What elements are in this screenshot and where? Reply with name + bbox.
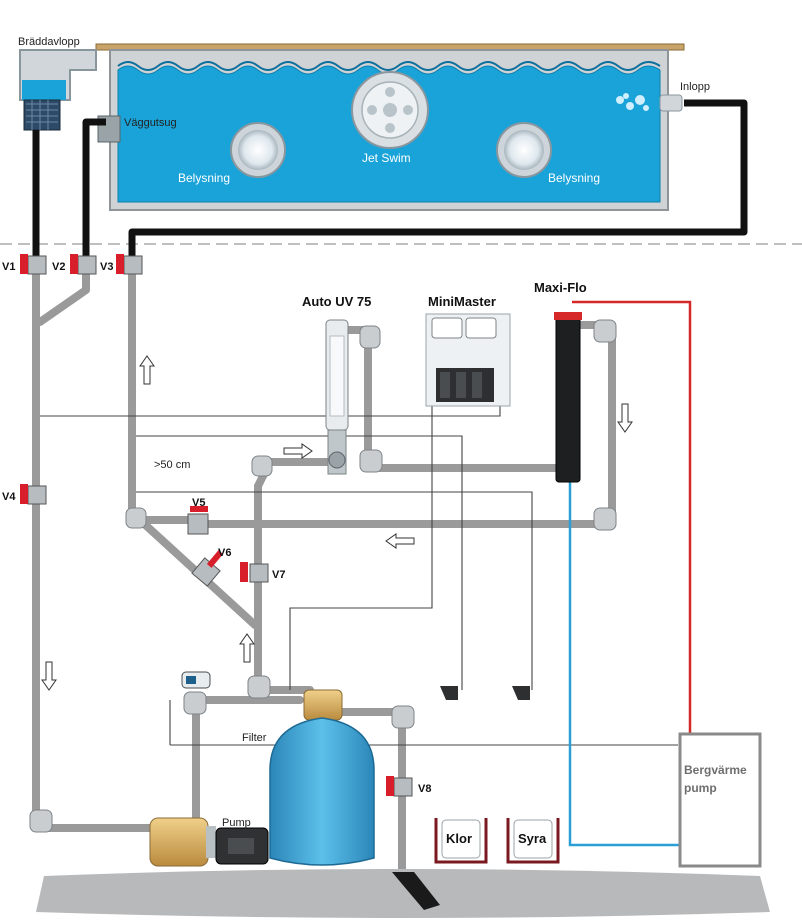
flow-arrows	[41, 355, 633, 691]
chlorine-container	[434, 818, 488, 864]
black-hoses	[32, 99, 748, 258]
inlet-nozzle	[616, 93, 683, 112]
auto-uv-unit	[325, 319, 349, 475]
valve-v2[interactable]	[70, 254, 97, 275]
valve-v1[interactable]	[20, 254, 47, 275]
pool-light-left	[230, 122, 286, 178]
label-acid: Syra	[518, 831, 547, 846]
acid-container	[506, 818, 560, 864]
label-wall-suction: Väggutsug	[124, 117, 177, 129]
circulation-pump	[149, 817, 269, 867]
valve-label-v8: V8	[418, 783, 431, 795]
label-chlorine: Klor	[446, 831, 472, 846]
pool-light-right	[496, 122, 552, 178]
cold-water-line	[568, 480, 680, 847]
valve-label-v5: V5	[192, 497, 205, 509]
valve-label-v4: V4	[2, 491, 16, 503]
label-maxiflo: Maxi-Flo	[534, 280, 587, 295]
label-overflow: Bräddavlopp	[18, 36, 80, 48]
valve-label-v3: V3	[100, 261, 113, 273]
valve-v6[interactable]	[191, 550, 224, 587]
overflow-skimmer	[19, 49, 97, 131]
valve-v5[interactable]	[187, 506, 209, 535]
minimaster-controller	[425, 313, 511, 407]
label-filter: Filter	[242, 732, 267, 744]
valve-v7[interactable]	[240, 562, 269, 583]
label-distance: >50 cm	[154, 459, 190, 471]
label-minimaster: MiniMaster	[428, 294, 496, 309]
label-heat-pump-2: pump	[684, 781, 717, 795]
hot-water-line	[572, 300, 692, 735]
label-auto-uv: Auto UV 75	[302, 294, 371, 309]
injection-points	[440, 686, 530, 700]
label-lighting-right: Belysning	[548, 171, 600, 185]
valve-v8[interactable]	[386, 776, 413, 797]
filter-tank	[269, 689, 375, 866]
valves	[20, 254, 413, 797]
heat-pump-box	[678, 732, 762, 868]
label-heat-pump-1: Bergvärme	[684, 763, 747, 777]
label-pump: Pump	[222, 817, 251, 829]
drain-outlet	[392, 872, 440, 910]
valve-label-v6: V6	[218, 547, 231, 559]
valve-v4[interactable]	[20, 484, 47, 505]
valve-label-v7: V7	[272, 569, 285, 581]
flow-sensor	[181, 671, 211, 689]
label-inlet: Inlopp	[680, 81, 710, 93]
pipe-elbows	[29, 319, 617, 833]
floor-slab	[36, 869, 770, 918]
valve-v3[interactable]	[116, 254, 143, 275]
maxiflo-heat-exchanger	[554, 312, 582, 483]
pool	[19, 43, 685, 211]
valve-label-v1: V1	[2, 261, 15, 273]
signal-lines	[40, 380, 678, 746]
valve-label-v2: V2	[52, 261, 65, 273]
jet-swim-unit	[351, 71, 429, 149]
label-jet-swim: Jet Swim	[362, 151, 411, 165]
label-lighting-left: Belysning	[178, 171, 230, 185]
